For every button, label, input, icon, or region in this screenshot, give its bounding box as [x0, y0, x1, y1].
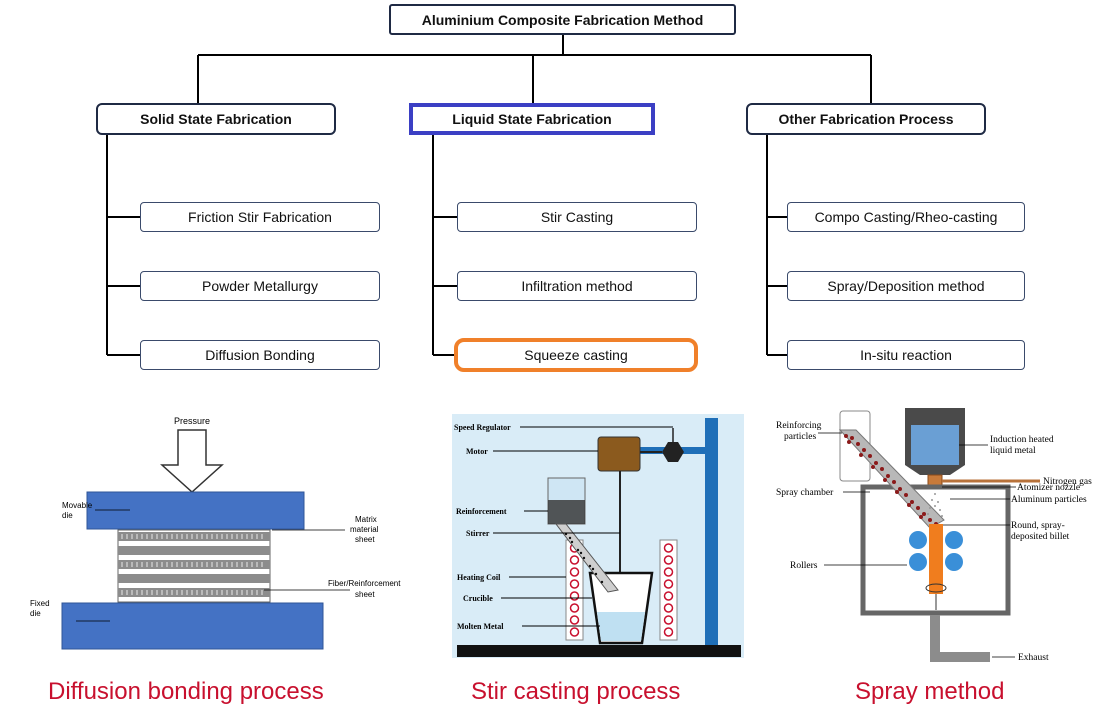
induction-label-1: Induction heated [990, 435, 1054, 445]
stirrer-blade [604, 611, 636, 623]
movable-die-label-1: Movable [62, 501, 93, 510]
motor-box [597, 436, 641, 472]
particle-chute [838, 429, 945, 529]
aluminum-particles-label: Aluminum particles [1011, 495, 1087, 505]
compo-casting-box: Compo Casting/Rheo-casting [787, 202, 1025, 232]
billet-label-1: Round, spray- [1011, 521, 1065, 531]
crucible [588, 571, 654, 645]
movable-die [86, 491, 305, 530]
fixed-die-label-1: Fixed [30, 599, 50, 608]
stand-pole [705, 418, 718, 648]
caption-spray-method: Spray method [855, 678, 1005, 705]
heating-coil-circles [569, 543, 674, 637]
movable-die-label-2: die [62, 511, 73, 520]
reinforcing-particles [844, 434, 938, 526]
liquid-state-box: Liquid State Fabrication [409, 103, 655, 135]
atomizer-nozzle [927, 474, 943, 488]
infiltration-box: Infiltration method [457, 271, 697, 301]
caption-diffusion-bonding: Diffusion bonding process [48, 678, 324, 705]
spray-chamber [860, 484, 1011, 616]
billet [929, 524, 943, 594]
fixed-die [61, 602, 324, 650]
stirrer-label: Stirrer [466, 529, 490, 538]
matrix-label-1: Matrix [355, 515, 377, 524]
roller-right-2 [945, 553, 963, 571]
reinforcement-hopper [547, 477, 586, 525]
fixed-die-label-2: die [30, 609, 41, 618]
motor-label: Motor [466, 447, 488, 456]
caption-stir-casting: Stir casting process [471, 678, 681, 705]
reinforcement-label: Reinforcement [456, 507, 507, 516]
pressure-label: Pressure [174, 416, 210, 426]
crucible-label: Crucible [463, 594, 493, 603]
molten-metal-label: Molten Metal [457, 622, 504, 631]
root-method-box: Aluminium Composite Fabrication Method [389, 4, 736, 35]
diffusion-bonding-box: Diffusion Bonding [140, 340, 380, 370]
base [457, 645, 741, 657]
stand-arm [620, 447, 707, 454]
spray-chamber-label: Spray chamber [776, 488, 834, 498]
liquid-metal [911, 425, 959, 465]
molten-metal [597, 612, 645, 641]
friction-stir-box: Friction Stir Fabrication [140, 202, 380, 232]
fiber-label-2: sheet [355, 590, 375, 599]
other-process-box: Other Fabrication Process [746, 103, 986, 135]
pressure-arrow-icon [160, 429, 224, 494]
heating-coil-label: Heating Coil [457, 573, 501, 582]
billet-label-2: deposited billet [1011, 532, 1070, 542]
reinforcing-label-1: Reinforcing [776, 420, 822, 431]
matrix-label-3: sheet [355, 535, 375, 544]
reinforcing-label-2: particles [784, 432, 816, 442]
speed-regulator-knob [662, 442, 684, 462]
speed-regulator-label: Speed Regulator [454, 423, 511, 432]
exhaust-label: Exhaust [1018, 653, 1049, 663]
induction-label-2: liquid metal [990, 446, 1036, 456]
matrix-label-2: material [350, 525, 379, 534]
feed-chute [554, 523, 619, 593]
exhaust-pipe [930, 615, 990, 662]
atomizer-label: Atomizer nozzle [1017, 483, 1080, 493]
roller-left-2 [909, 553, 927, 571]
roller-left-1 [909, 531, 927, 549]
rollers-label: Rollers [790, 561, 818, 571]
nitrogen-label: Nitrogen gas [1043, 477, 1092, 487]
particle-hopper [839, 410, 871, 482]
spray-deposition-box: Spray/Deposition method [787, 271, 1025, 301]
material-layers [118, 532, 270, 597]
squeeze-casting-box: Squeeze casting [454, 338, 698, 372]
induction-crucible [905, 408, 965, 475]
fiber-label-1: Fiber/Reinforcement [328, 579, 401, 588]
solid-state-box: Solid State Fabrication [96, 103, 336, 135]
roller-right-1 [945, 531, 963, 549]
tree-connectors [106, 35, 872, 356]
in-situ-box: In-situ reaction [787, 340, 1025, 370]
powder-metallurgy-box: Powder Metallurgy [140, 271, 380, 301]
stir-casting-box: Stir Casting [457, 202, 697, 232]
